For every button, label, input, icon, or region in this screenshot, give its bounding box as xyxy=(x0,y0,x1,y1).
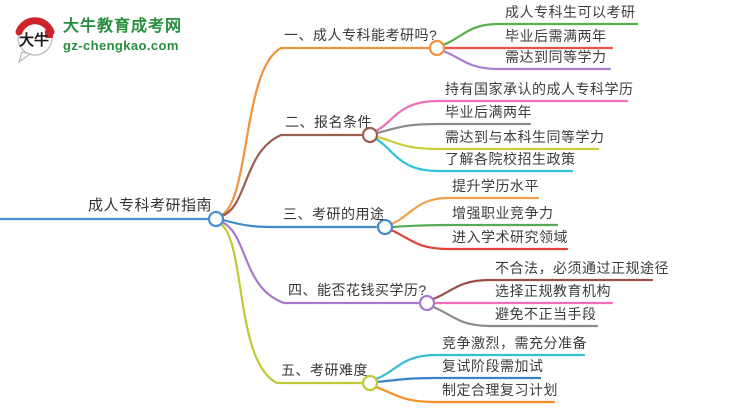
connector-b5c2 xyxy=(375,376,542,384)
leaf-label: 提升学历水平 xyxy=(452,178,539,194)
connector-b4c1 xyxy=(431,278,654,301)
connector-b3c3 xyxy=(389,228,569,251)
branch1-node-circle xyxy=(428,39,446,57)
branch1-label: 一、成人专科能考研吗? xyxy=(284,27,438,43)
leaf-label: 制定合理复习计划 xyxy=(442,382,558,398)
branch2-label: 二、报名条件 xyxy=(285,114,372,130)
connector-branch5 xyxy=(219,222,363,385)
leaf-label: 选择正规教育机构 xyxy=(495,283,611,299)
branch4-label: 四、能否花钱买学历? xyxy=(288,282,427,298)
branch4-node-circle xyxy=(418,294,436,312)
connector-b5c1 xyxy=(374,353,586,381)
leaf-label: 增强职业竞争力 xyxy=(452,205,554,221)
root-node-circle xyxy=(207,210,225,228)
root-node-label: 成人专科考研指南 xyxy=(88,197,213,214)
site-logo: 大牛 大牛教育成考网 gz-chengkao.com xyxy=(12,12,182,66)
red-seal xyxy=(45,30,53,38)
connector-b2c1 xyxy=(374,99,629,133)
leaf-label: 了解各院校招生政策 xyxy=(445,151,576,167)
connector-b2c2 xyxy=(375,122,532,135)
branch3-label: 三、考研的用途 xyxy=(283,206,385,222)
connector-branch3 xyxy=(221,218,378,229)
leaf-label: 竞争激烈，需充分准备 xyxy=(442,335,587,351)
branch5-label: 五、考研难度 xyxy=(281,362,368,378)
leaf-label: 需达到与本科生同等学力 xyxy=(445,129,605,145)
leaf-label: 避免不正当手段 xyxy=(495,306,597,322)
daniu-logo-icon: 大牛 xyxy=(15,17,55,64)
leaf-label: 复试阶段需加试 xyxy=(442,358,544,374)
leaf-label: 持有国家承认的成人专科学历 xyxy=(445,81,634,97)
connector-b3c2 xyxy=(390,223,559,229)
site-url: gz-chengkao.com xyxy=(63,38,179,53)
leaf-label: 毕业后满两年 xyxy=(445,104,532,120)
connector-b1c1 xyxy=(441,22,639,47)
connector-b3c1 xyxy=(389,196,540,226)
connector-branch1 xyxy=(220,46,431,217)
leaf-label: 毕业后需满两年 xyxy=(505,28,607,44)
logo-text-block: 大牛教育成考网 gz-chengkao.com xyxy=(63,12,182,54)
connector-b1c3 xyxy=(441,49,612,71)
branch3-node-circle xyxy=(376,218,394,236)
leaf-label: 不合法，必须通过正规途径 xyxy=(495,260,669,276)
branch2-node-circle xyxy=(361,126,379,144)
branch5-node-circle xyxy=(361,374,379,392)
speech-bubble-tail xyxy=(17,51,32,64)
connector-branch2 xyxy=(220,133,363,218)
connector-b2c3 xyxy=(375,135,600,151)
site-name: 大牛教育成考网 xyxy=(63,18,183,35)
connector-branch4 xyxy=(220,220,420,305)
logo-icon-text: 大牛 xyxy=(19,31,49,49)
leaf-label: 进入学术研究领域 xyxy=(452,229,568,245)
leaf-label: 需达到同等学力 xyxy=(505,49,607,65)
connector-b2c4 xyxy=(374,137,574,173)
leaf-label: 成人专科生可以考研 xyxy=(505,4,636,20)
connector-b4c3 xyxy=(431,305,599,328)
red-hat-shape xyxy=(15,17,55,36)
connector-b5c3 xyxy=(374,385,556,404)
